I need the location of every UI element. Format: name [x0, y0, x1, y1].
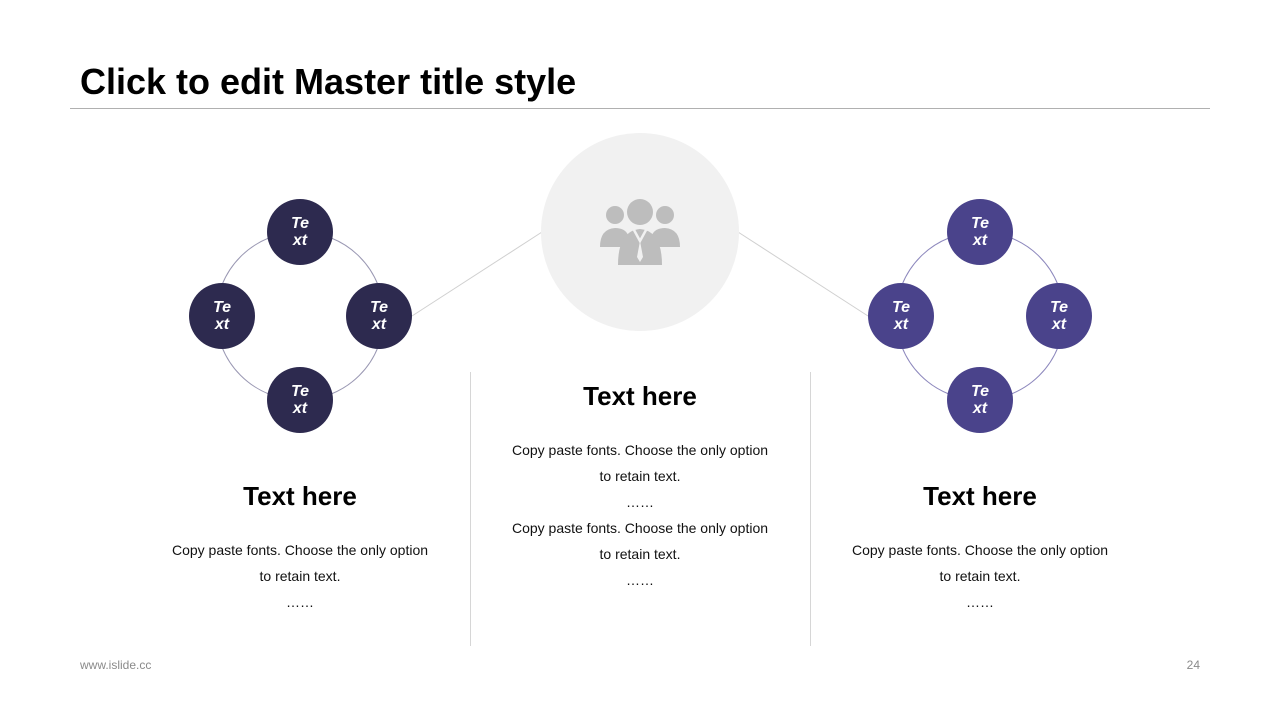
center-body-line: ……: [626, 572, 654, 588]
right-body[interactable]: Copy paste fonts. Choose the only option…: [830, 537, 1130, 615]
title-divider: [70, 108, 1210, 109]
node-label: Text: [1049, 299, 1069, 333]
left-node-right[interactable]: Text: [346, 283, 412, 349]
node-label: Text: [290, 215, 310, 249]
left-body-line: to retain text.: [259, 568, 341, 584]
center-body-line: ……: [626, 494, 654, 510]
center-heading[interactable]: Text here: [583, 381, 697, 411]
team-icon: [600, 199, 680, 265]
node-label: Text: [970, 215, 990, 249]
footer-website: www.islide.cc: [80, 658, 152, 672]
left-node-left[interactable]: Text: [189, 283, 255, 349]
column-divider-right: [810, 372, 811, 646]
node-label: Text: [970, 383, 990, 417]
right-heading[interactable]: Text here: [923, 481, 1037, 511]
center-body[interactable]: Copy paste fonts. Choose the only option…: [490, 437, 790, 593]
node-label: Text: [290, 383, 310, 417]
right-node-right[interactable]: Text: [1026, 283, 1092, 349]
right-body-line: Copy paste fonts. Choose the only option: [851, 542, 1109, 558]
center-body-line: to retain text.: [599, 468, 681, 484]
right-node-left[interactable]: Text: [868, 283, 934, 349]
center-hub: [541, 133, 739, 331]
left-node-bottom[interactable]: Text: [267, 367, 333, 433]
left-body-line: ……: [286, 594, 314, 610]
slide-title[interactable]: Click to edit Master title style: [80, 61, 577, 102]
node-label: Text: [369, 299, 389, 333]
node-label: Text: [212, 299, 232, 333]
left-body-line: Copy paste fonts. Choose the only option: [171, 542, 429, 558]
page-number: 24: [1186, 658, 1200, 672]
right-node-bottom[interactable]: Text: [947, 367, 1013, 433]
right-node-top[interactable]: Text: [947, 199, 1013, 265]
center-body-line: Copy paste fonts. Choose the only option: [511, 442, 769, 458]
right-body-line: ……: [966, 594, 994, 610]
node-label: Text: [891, 299, 911, 333]
right-body-line: to retain text.: [939, 568, 1021, 584]
left-node-top[interactable]: Text: [267, 199, 333, 265]
center-body-line: to retain text.: [599, 546, 681, 562]
column-divider-left: [470, 372, 471, 646]
left-body[interactable]: Copy paste fonts. Choose the only option…: [150, 537, 450, 615]
left-connector: [411, 231, 543, 317]
right-connector: [737, 231, 869, 317]
center-body-line: Copy paste fonts. Choose the only option: [511, 520, 769, 536]
left-heading[interactable]: Text here: [243, 481, 357, 511]
